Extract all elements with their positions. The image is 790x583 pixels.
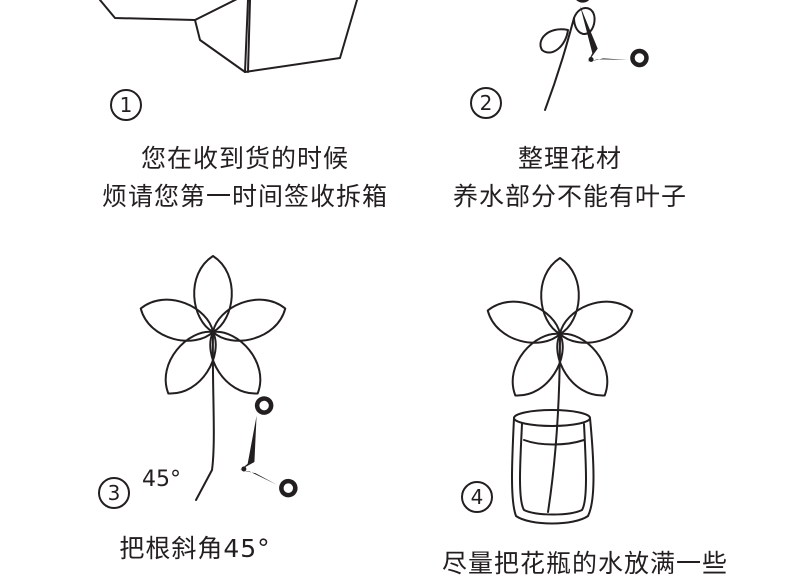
step-number-3: 3 [98,477,130,509]
caption-line: 养水部分不能有叶子 [452,182,687,211]
vase-icon [511,409,595,525]
step-number-2: 2 [470,87,502,119]
angle-label: 45° [142,467,181,492]
caption-line: 整理花材 [517,144,622,173]
step-1-caption: 您在收到货的时候 烦请您第一时间签收拆箱 [60,140,430,216]
stem-icon [539,7,596,111]
caption-line: 尽量把花瓶的水放满一些 [441,549,728,578]
step-3-caption: 把根斜角45° [85,530,305,568]
step-number-4: 4 [461,481,493,513]
caption-line: 把根斜角45° [119,534,271,563]
step-4-caption: 尽量把花瓶的水放满一些 [385,545,785,583]
box-icon [99,0,358,73]
flower-icon [133,255,293,501]
step-2-caption: 整理花材 养水部分不能有叶子 [430,140,710,216]
caption-line: 您在收到货的时候 [140,144,349,173]
step-number-1: 1 [110,89,142,121]
flower-icon [480,257,640,513]
scissors-icon [224,396,297,505]
caption-line: 烦请您第一时间签收拆箱 [101,182,388,211]
